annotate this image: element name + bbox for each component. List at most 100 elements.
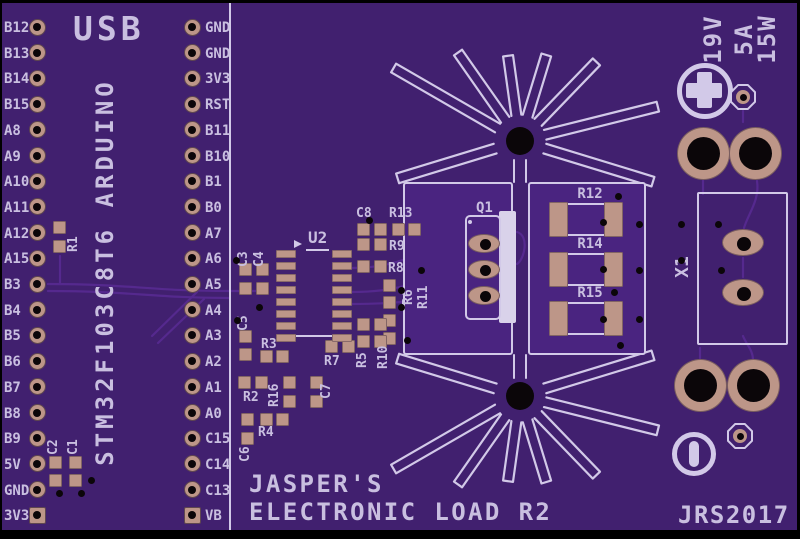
pin-pad xyxy=(28,121,46,139)
smd-pad-r13 xyxy=(408,223,421,236)
via xyxy=(617,342,624,349)
u2-pad xyxy=(276,298,296,306)
pin-hole xyxy=(188,382,196,391)
pin-hole xyxy=(33,125,41,134)
pin-pad xyxy=(183,224,201,242)
pin-hole xyxy=(33,254,41,263)
pin-hole xyxy=(33,408,41,417)
pin-hole xyxy=(33,228,41,237)
via xyxy=(600,219,607,226)
pin-pad xyxy=(183,481,201,499)
via xyxy=(398,287,405,294)
q1-label: Q1 xyxy=(476,200,493,216)
pin-label: A7 xyxy=(205,225,222,242)
component-label-r5: R5 xyxy=(355,352,370,368)
smd-pad-r10 xyxy=(374,318,387,331)
pin-hole xyxy=(188,434,196,443)
via xyxy=(636,316,643,323)
via xyxy=(234,317,241,324)
pin-label: B0 xyxy=(205,199,222,216)
pin-hole xyxy=(188,151,196,160)
pin-pad xyxy=(183,44,201,62)
smd-pad-c4 xyxy=(256,263,269,276)
power-resistor-silk xyxy=(568,333,604,335)
u2-pad xyxy=(276,274,296,282)
pin-label: A11 xyxy=(4,199,30,216)
component-label-r8: R8 xyxy=(388,261,404,276)
minus-symbol xyxy=(672,432,716,476)
smd-pad-c1 xyxy=(69,474,82,487)
pin-pad xyxy=(183,121,201,139)
u2-pad xyxy=(332,250,352,258)
pin-hole xyxy=(33,305,41,314)
u2-pad xyxy=(332,298,352,306)
power-resistor-silk xyxy=(568,203,604,205)
pin-label: GND xyxy=(4,482,30,499)
pin-pad xyxy=(28,275,46,293)
pin-label: A3 xyxy=(205,328,222,345)
pin-label: B3 xyxy=(4,277,21,293)
pin-label: RST xyxy=(205,97,231,114)
q1-tab xyxy=(499,211,516,323)
pin-pad xyxy=(183,147,201,164)
smd-pad-r8 xyxy=(357,260,370,273)
smd-pad-r16 xyxy=(283,376,296,389)
smd-pad-r5 xyxy=(357,335,370,348)
pin-hole xyxy=(188,485,196,494)
component-label-c8: C8 xyxy=(356,206,372,221)
pin-hole xyxy=(188,305,196,314)
pin-pad xyxy=(183,352,201,370)
u2-pad xyxy=(276,250,296,258)
x1-pad xyxy=(722,229,764,256)
pin-hole xyxy=(33,48,41,57)
pin-pad xyxy=(183,198,201,216)
pin-hole xyxy=(188,357,196,366)
via xyxy=(88,477,95,484)
pin-label: A15 xyxy=(4,251,30,268)
u2-pad xyxy=(332,262,352,270)
component-label-r4: R4 xyxy=(258,425,274,440)
pin-pad xyxy=(28,506,46,524)
pin-hole xyxy=(33,23,41,31)
pin-label: B10 xyxy=(205,148,231,165)
board-edge-bottom xyxy=(0,530,800,539)
pin-pad xyxy=(183,172,201,190)
pin-label: B14 xyxy=(4,71,30,88)
pin-label: 5V xyxy=(4,456,21,473)
pin-hole xyxy=(33,459,41,468)
smd-pad-r2 xyxy=(238,376,251,389)
via xyxy=(600,316,607,323)
via xyxy=(418,267,425,274)
pin-pad xyxy=(28,404,46,421)
pin-label: A12 xyxy=(4,225,30,242)
via xyxy=(600,266,607,273)
pin-label: B9 xyxy=(4,431,21,448)
pin-hole xyxy=(188,254,196,263)
pin-label: B4 xyxy=(4,302,21,319)
pin-pad xyxy=(28,224,46,242)
pin-label: C15 xyxy=(205,431,231,448)
x1-label: X1 xyxy=(672,256,693,278)
smd-pad-r4 xyxy=(260,413,273,426)
pin-hole xyxy=(188,202,196,211)
board-edge-top xyxy=(0,0,800,3)
pin-hole xyxy=(188,511,196,520)
component-label-r2: R2 xyxy=(243,390,259,405)
x1-outline xyxy=(697,192,788,345)
u2-pad xyxy=(332,322,352,330)
pin-pad xyxy=(183,404,201,421)
pin-hole xyxy=(33,511,41,520)
pin-label: B11 xyxy=(205,122,231,139)
resistor-zone-outline xyxy=(528,182,646,355)
power-resistor-label: R15 xyxy=(577,285,603,301)
pin-pad xyxy=(28,147,46,164)
pin-pad xyxy=(28,378,46,396)
pin-hole xyxy=(188,74,196,83)
pin-hole xyxy=(188,48,196,57)
u2-pad xyxy=(276,262,296,270)
pin-label: B15 xyxy=(4,97,30,114)
pin-pad xyxy=(183,506,201,524)
via xyxy=(636,267,643,274)
pin-hole xyxy=(33,357,41,366)
